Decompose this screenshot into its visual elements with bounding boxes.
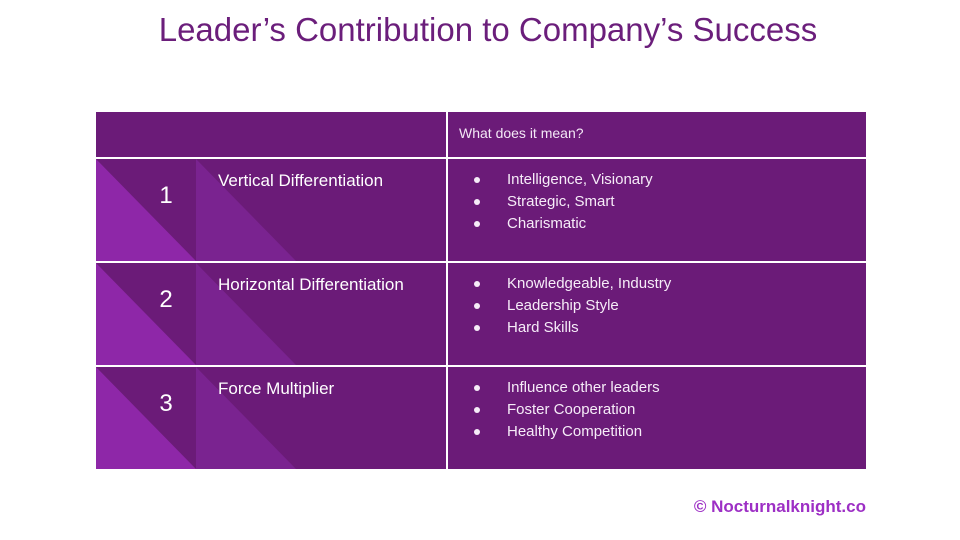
bullet-icon: [474, 281, 480, 287]
bullet-icon: [474, 325, 480, 331]
list-item: Influence other leaders: [472, 377, 660, 399]
row-decoration-shape: [96, 263, 296, 365]
bullet-icon: [474, 385, 480, 391]
list-item-text: Leadership Style: [507, 297, 619, 314]
list-item: Foster Cooperation: [472, 399, 660, 421]
contribution-table: What does it mean? 1 Vertical Differenti…: [96, 112, 866, 469]
header-cell-left: [96, 112, 446, 157]
row-title: Horizontal Differentiation: [218, 275, 404, 294]
bullet-icon: [474, 429, 480, 435]
bullet-icon: [474, 177, 480, 183]
table-row-3-meaning-cell: Influence other leaders Foster Cooperati…: [448, 367, 866, 469]
list-item: Hard Skills: [472, 317, 671, 339]
row-decoration-shape: [96, 159, 296, 261]
list-item: Knowledgeable, Industry: [472, 273, 671, 295]
table-row-2-label-cell: 2 Horizontal Differentiation: [96, 263, 446, 365]
header-label-right: What does it mean?: [459, 125, 584, 141]
list-item: Healthy Competition: [472, 421, 660, 443]
list-item: Strategic, Smart: [472, 191, 653, 213]
bullet-icon: [474, 407, 480, 413]
copyright-notice: © Nocturnalknight.co: [693, 497, 866, 516]
row-number: 2: [159, 286, 173, 313]
list-item-text: Influence other leaders: [507, 379, 660, 396]
bullet-list: Intelligence, Visionary Strategic, Smart…: [472, 169, 653, 235]
bullet-icon: [474, 303, 480, 309]
row-decoration-shape: [96, 367, 296, 469]
list-item-text: Foster Cooperation: [507, 401, 636, 418]
bullet-icon: [474, 199, 480, 205]
row-title: Vertical Differentiation: [218, 171, 384, 190]
slide-title: Leader’s Contribution to Company’s Succe…: [158, 11, 818, 48]
header-cell-right: What does it mean?: [448, 112, 866, 157]
list-item-text: Hard Skills: [507, 319, 579, 336]
list-item-text: Charismatic: [507, 215, 587, 232]
list-item-text: Intelligence, Visionary: [507, 171, 653, 188]
row-number: 1: [159, 182, 173, 209]
table-row-3-label-cell: 3 Force Multiplier: [96, 367, 446, 469]
row-number: 3: [159, 390, 173, 417]
list-item-text: Knowledgeable, Industry: [507, 275, 672, 292]
list-item-text: Healthy Competition: [507, 423, 643, 440]
list-item: Leadership Style: [472, 295, 671, 317]
table-row-2-meaning-cell: Knowledgeable, Industry Leadership Style…: [448, 263, 866, 365]
table-row-1-meaning-cell: Intelligence, Visionary Strategic, Smart…: [448, 159, 866, 261]
list-item: Charismatic: [472, 213, 653, 235]
bullet-icon: [474, 221, 480, 227]
list-item: Intelligence, Visionary: [472, 169, 653, 191]
bullet-list: Knowledgeable, Industry Leadership Style…: [472, 273, 671, 339]
bullet-list: Influence other leaders Foster Cooperati…: [472, 377, 660, 443]
row-title: Force Multiplier: [218, 379, 335, 398]
table-row-1-label-cell: 1 Vertical Differentiation: [96, 159, 446, 261]
list-item-text: Strategic, Smart: [507, 193, 615, 210]
